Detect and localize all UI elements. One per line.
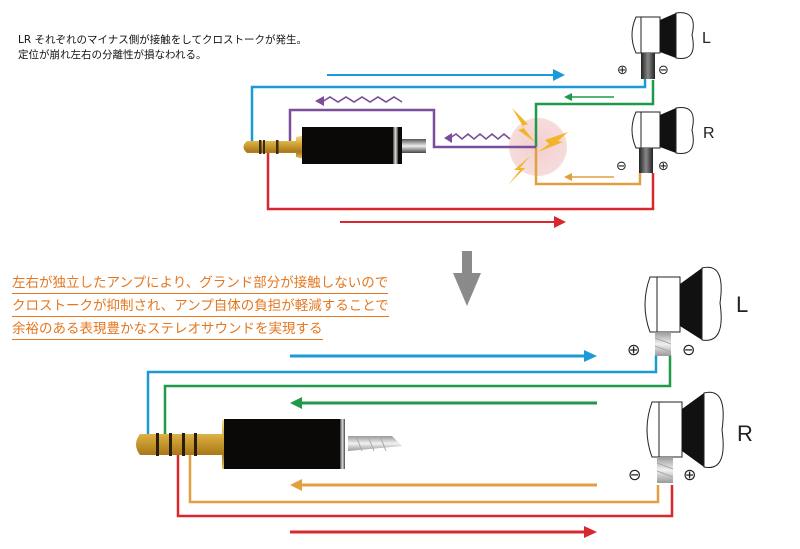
spark-icon: [508, 108, 568, 185]
wire-r-plus: [266, 153, 655, 211]
bottom-caption-line: 左右が独立したアンプにより、グランド部分が接触しないので: [12, 273, 389, 294]
flow-arrow-l-plus: [290, 350, 597, 362]
top-diagram: ⊕ ⊖ ⊖ ⊕: [243, 12, 694, 228]
bottom-r-plus-terminal: ⊕: [683, 465, 696, 484]
bottom-l-minus-terminal: ⊖: [682, 340, 695, 359]
wire-l-plus: [250, 78, 647, 146]
flow-arrow-r-minus: [564, 173, 614, 181]
flow-arrow-l-minus: [290, 397, 597, 409]
top-caption-line: 定位が崩れ左右の分離性が損なわれる。: [18, 49, 207, 61]
top-channel-label-l: L: [702, 30, 711, 47]
wire-l-minus: [163, 355, 672, 434]
top-l-plus-terminal: ⊕: [617, 63, 628, 78]
wire-l-plus: [146, 355, 658, 434]
top-channel-label-r: R: [703, 125, 715, 142]
top-caption-line: LR それぞれのマイナス側が接触をしてクロストークが発生。: [18, 34, 307, 46]
bottom-r-minus-terminal: ⊖: [628, 465, 641, 484]
crosstalk-arrow-2: [444, 132, 511, 143]
bottom-caption-line: 余裕のある表現豊かなステレオサウンドを実現する: [12, 319, 323, 340]
bottom-l-plus-terminal: ⊕: [627, 340, 640, 359]
bottom-caption: 左右が独立したアンプにより、グランド部分が接触しないので クロストークが抑制され…: [12, 273, 389, 342]
top-caption: LR それぞれのマイナス側が接触をしてクロストークが発生。 定位が崩れ左右の分離…: [18, 33, 307, 63]
bottom-channel-label-r: R: [737, 421, 753, 446]
wire-r-minus: [534, 147, 642, 186]
top-plug-3pole: [243, 127, 426, 164]
flow-arrow-l-plus: [327, 69, 565, 81]
flow-arrow-l-minus: [564, 93, 614, 101]
bottom-diagram: ⊕ ⊖ ⊖ ⊕: [136, 266, 724, 538]
wire-shared-ground: [288, 108, 536, 149]
bottom-plug-4pole: [136, 419, 402, 469]
top-earphone-r: ⊖ ⊕: [616, 106, 694, 174]
bottom-caption-line: クロストークが抑制され、アンプ自体の負担が軽減することで: [12, 296, 389, 317]
bottom-earphone-r: ⊖ ⊕: [628, 391, 724, 484]
wire-r-plus: [176, 455, 674, 518]
top-l-minus-terminal: ⊖: [658, 63, 669, 78]
down-arrow-icon: [453, 251, 481, 306]
wire-l-minus: [534, 80, 655, 147]
bottom-channel-label-l: L: [736, 292, 749, 317]
top-r-plus-terminal: ⊕: [658, 159, 669, 174]
top-earphone-l: ⊕ ⊖: [617, 12, 694, 79]
flow-arrow-r-plus: [290, 526, 597, 538]
bottom-earphone-l: ⊕ ⊖: [627, 266, 722, 359]
crosstalk-arrow-1: [315, 96, 403, 106]
flow-arrow-r-plus: [340, 216, 566, 228]
flow-arrow-r-minus: [290, 479, 597, 491]
wire-r-minus: [188, 455, 660, 504]
top-r-minus-terminal: ⊖: [616, 159, 627, 174]
